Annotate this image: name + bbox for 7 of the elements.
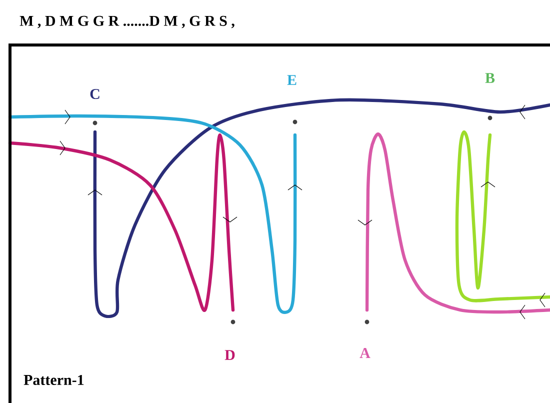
point-label: D	[224, 350, 235, 360]
title: M , D M G G R .......D M , G R S ,	[20, 16, 234, 28]
point-label: C	[90, 88, 100, 100]
point-label: B	[485, 73, 495, 83]
point-label: E	[287, 75, 296, 85]
point-label: A	[360, 348, 370, 358]
pattern-label: Pattern-1	[24, 374, 84, 385]
